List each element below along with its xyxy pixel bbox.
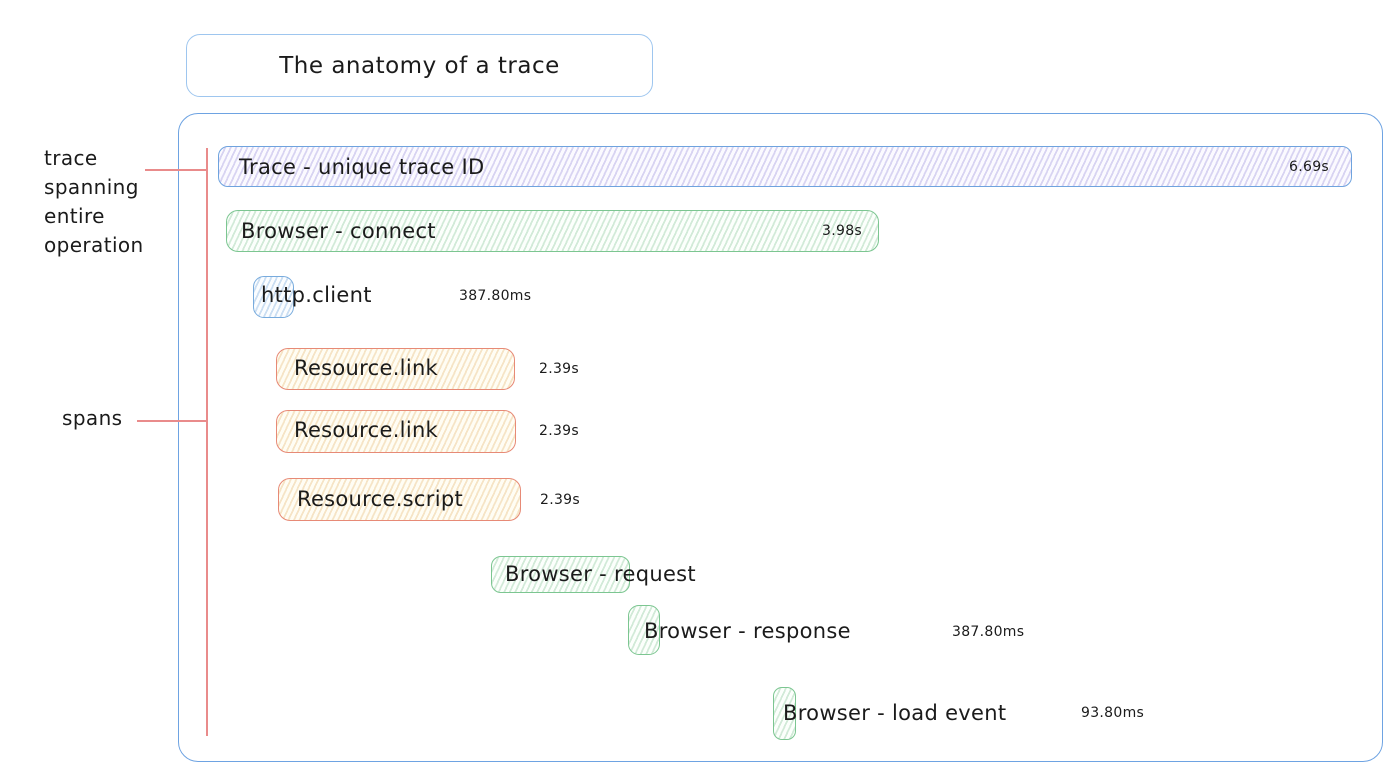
trace-connector-line	[145, 169, 206, 171]
diagram-title-box: The anatomy of a trace	[186, 34, 653, 97]
trace-span-label: Trace - unique trace ID	[239, 154, 485, 179]
spans-connector-line	[137, 420, 206, 422]
browser-load-event-duration: 93.80ms	[1081, 705, 1145, 721]
browser-load-event-label: Browser - load event	[783, 701, 1007, 725]
resource-script-box	[278, 478, 521, 521]
trace-span-duration: 6.69s	[1289, 158, 1329, 175]
spans-annotation-label: spans	[62, 406, 123, 430]
browser-response-label: Browser - response	[644, 619, 851, 643]
spans-guide-line	[206, 148, 208, 736]
browser-connect-label: Browser - connect	[241, 219, 436, 243]
browser-request-label: Browser - request	[505, 562, 696, 586]
browser-connect-duration: 3.98s	[822, 223, 862, 239]
trace-span-bar: Trace - unique trace ID 6.69s	[218, 146, 1352, 187]
resource-link-1-box	[276, 348, 515, 390]
resource-link-2-label: Resource.link	[294, 418, 439, 442]
trace-annotation-label: trace spanning entire operation	[44, 146, 144, 257]
browser-load-event-box	[773, 687, 796, 740]
http-client-duration: 387.80ms	[459, 288, 532, 304]
diagram-title: The anatomy of a trace	[279, 52, 560, 79]
http-client-label: http.client	[261, 283, 372, 307]
browser-connect-bar: Browser - connect 3.98s	[226, 210, 879, 252]
resource-link-2-duration: 2.39s	[539, 423, 579, 439]
resource-script-duration: 2.39s	[540, 492, 580, 508]
browser-response-box	[628, 605, 660, 655]
resource-link-1-duration: 2.39s	[539, 361, 579, 377]
resource-link-1-label: Resource.link	[294, 356, 439, 380]
browser-request-box	[491, 556, 630, 593]
resource-script-label: Resource.script	[297, 487, 463, 511]
http-client-box	[253, 276, 294, 318]
browser-response-duration: 387.80ms	[952, 624, 1025, 640]
resource-link-2-box	[276, 410, 516, 453]
